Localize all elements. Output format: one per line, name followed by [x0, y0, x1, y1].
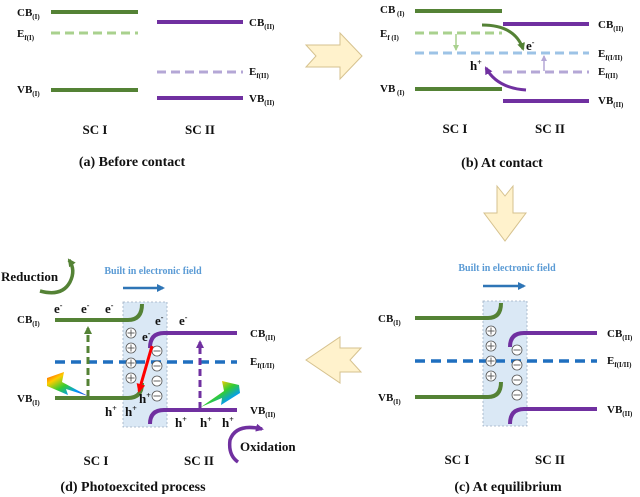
plus-charge-icon — [125, 327, 137, 339]
sc2-label: SC II — [535, 121, 565, 136]
vb1-label: VB (I) — [380, 83, 405, 97]
electron-transfer-arrow — [481, 23, 525, 51]
minus-charge-icon — [151, 345, 163, 357]
negative-charges — [511, 344, 523, 401]
panel-a-before-contact: CB(I) Ef(I) VB(I) CB(II) Ef(II) VB(II) S… — [17, 7, 275, 170]
oxidation-label: Oxidation — [240, 439, 296, 454]
oxidation-arrow — [227, 423, 264, 464]
plus-charge-icon — [485, 355, 497, 367]
light-bolt-icon — [201, 381, 240, 407]
plus-charge-icon — [125, 372, 137, 384]
cb2-label: CB(II) — [250, 328, 276, 342]
minus-charge-icon — [511, 389, 523, 401]
arrow-left-icon — [305, 336, 363, 384]
minus-charge-icon — [151, 390, 163, 402]
panel-a-caption: (a) Before contact — [79, 155, 186, 170]
panel-b-caption: (b) At contact — [461, 156, 543, 171]
positive-charges — [125, 327, 137, 384]
cb2-label: CB(II) — [598, 19, 624, 33]
minus-charge-icon — [511, 374, 523, 386]
light-bolt-icon — [47, 372, 88, 396]
hole-label: h+ — [222, 415, 234, 430]
plus-charge-icon — [485, 340, 497, 352]
field-label: Built in electronic field — [458, 263, 556, 274]
minus-charge-icon — [511, 359, 523, 371]
efc-label: Ef(I/II) — [607, 355, 632, 369]
sc2-label: SC II — [535, 452, 565, 467]
vb2-label: VB(II) — [249, 93, 275, 107]
sc1-label: SC I — [445, 452, 470, 467]
electron-label: e- — [54, 301, 63, 316]
cb1-label: CB(I) — [378, 313, 401, 327]
vb1-band — [415, 381, 503, 399]
cb1-label: CB (I) — [380, 4, 405, 18]
vb1-label: VB(I) — [17, 84, 40, 98]
cb1-label: CB(I) — [17, 7, 40, 21]
hole-label: h+ — [125, 404, 137, 419]
efc-label: Ef(I/II) — [250, 356, 275, 370]
vb2-label: VB(II) — [607, 404, 633, 418]
sc1-label: SC I — [83, 122, 108, 137]
panel-c-at-equilibrium: Built in electronic field CB(I) VB(I) CB… — [378, 263, 633, 495]
positive-charges — [485, 325, 497, 382]
minus-charge-icon — [151, 360, 163, 372]
vb1-label: VB(I) — [17, 393, 40, 407]
minus-charge-icon — [511, 344, 523, 356]
ef2-label: Ef(II) — [249, 66, 269, 80]
negative-charges — [151, 345, 163, 402]
plus-charge-icon — [125, 357, 137, 369]
hole-label: h+ — [175, 415, 187, 430]
z-scheme-transfer-arrow — [136, 345, 154, 393]
vb2-band — [508, 407, 597, 425]
vb2-label: VB(II) — [250, 405, 276, 419]
panel-d-caption: (d) Photoexcited process — [60, 480, 206, 495]
panel-c-caption: (c) At equilibrium — [454, 480, 562, 495]
arrow-down-icon — [483, 184, 527, 242]
reduction-label: Reduction — [1, 269, 59, 284]
vb2-label: VB(II) — [598, 95, 624, 109]
plus-charge-icon — [125, 342, 137, 354]
ef1-label: Ef(I) — [17, 28, 35, 42]
reduction-arrow — [39, 258, 76, 295]
efc-label: Ef(I/II) — [598, 48, 623, 62]
sc1-label: SC I — [84, 453, 109, 468]
hole-label: h+ — [200, 415, 212, 430]
vb2-band — [148, 408, 237, 425]
cb2-label: CB(II) — [607, 328, 633, 342]
sc2-label: SC II — [184, 453, 214, 468]
electron-label: e- — [155, 313, 164, 328]
cb1-band — [415, 302, 503, 320]
plus-charge-icon — [485, 370, 497, 382]
cb1-band — [55, 303, 144, 322]
hole-label: h+ — [139, 391, 151, 406]
electron-label: e- — [105, 301, 114, 316]
ef1-label: Ef (I) — [380, 28, 399, 42]
hole-transfer-arrow — [484, 66, 527, 92]
vb1-label: VB(I) — [378, 392, 401, 406]
electron-label: e- — [179, 313, 188, 328]
cb2-band — [508, 331, 597, 348]
panel-d-photoexcited: Built in electronic field Reduction Oxid… — [1, 258, 296, 495]
charge-carriers: e-e-e-e-e-e-h+h+h+h+h+h+ — [54, 301, 234, 430]
cb2-label: CB(II) — [249, 17, 275, 31]
field-label: Built in electronic field — [104, 266, 202, 277]
hole-label: h+ — [470, 58, 482, 73]
sc2-label: SC II — [185, 122, 215, 137]
electron-label: e- — [526, 38, 535, 53]
cb2-band — [148, 331, 237, 349]
electron-label: e- — [142, 329, 151, 344]
cb1-label: CB(I) — [17, 314, 40, 328]
arrow-right-icon — [304, 31, 363, 81]
sc1-label: SC I — [443, 121, 468, 136]
ef2-label: Ef(II) — [598, 66, 618, 80]
plus-charge-icon — [485, 325, 497, 337]
panel-b-at-contact: e- h+ CB (I) Ef (I) VB (I) CB(II) Ef(I/I… — [380, 4, 624, 171]
hole-label: h+ — [105, 404, 117, 419]
minus-charge-icon — [151, 375, 163, 387]
electron-label: e- — [81, 301, 90, 316]
